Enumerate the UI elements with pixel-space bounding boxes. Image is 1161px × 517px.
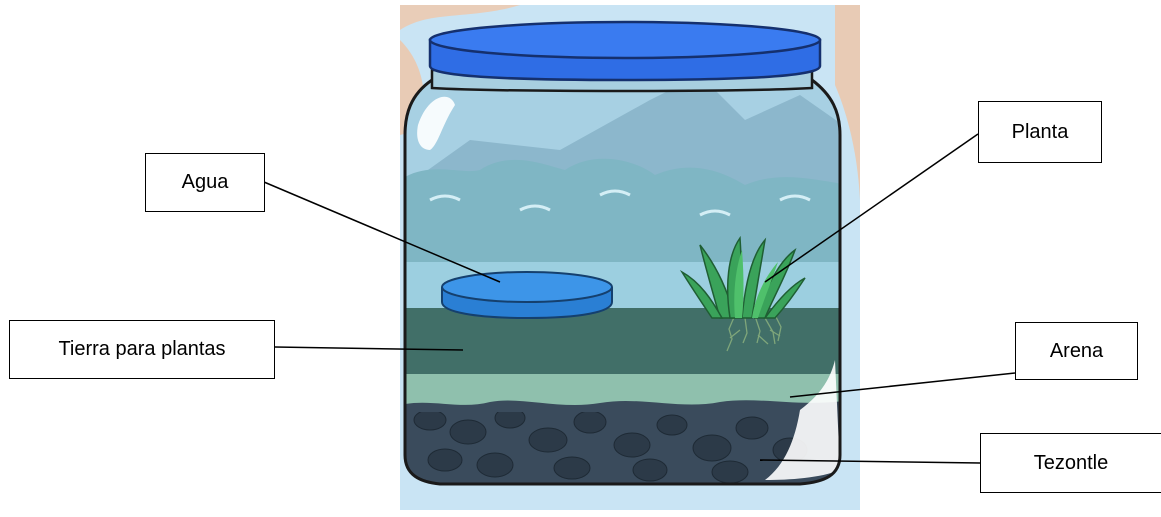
label-tierra-para-plantas: Tierra para plantas bbox=[9, 320, 275, 379]
label-tezontle: Tezontle bbox=[980, 433, 1161, 493]
jar-lid bbox=[430, 22, 820, 80]
label-planta: Planta bbox=[978, 101, 1102, 163]
jar-contents bbox=[400, 70, 850, 490]
tierra-layer bbox=[400, 308, 850, 374]
arena-layer bbox=[400, 372, 850, 406]
label-agua: Agua bbox=[145, 153, 265, 212]
water-dish bbox=[442, 272, 612, 318]
label-arena: Arena bbox=[1015, 322, 1138, 380]
